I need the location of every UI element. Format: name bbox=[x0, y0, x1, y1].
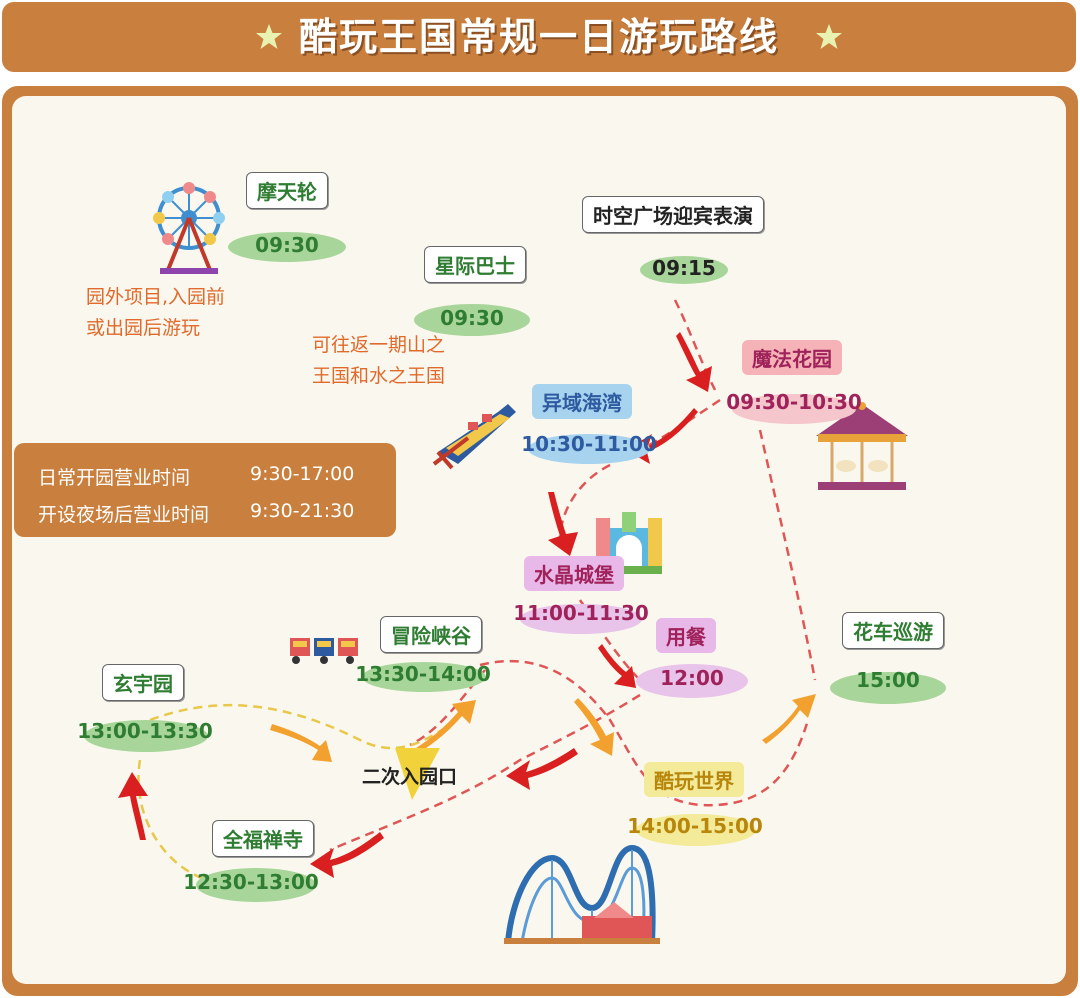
stop-time-meal: 12:00 bbox=[660, 666, 724, 690]
time-ellipse bbox=[362, 662, 486, 692]
time-ellipse bbox=[84, 720, 208, 752]
star-icon bbox=[816, 24, 842, 49]
stop-time-garden: 09:30-10:30 bbox=[726, 390, 862, 414]
carousel-icon bbox=[816, 402, 908, 490]
bus-note: 可往返一期山之 王国和水之王国 bbox=[312, 330, 445, 392]
stop-label-temple: 全福禅寺 bbox=[212, 820, 314, 857]
route-path-red bbox=[329, 693, 641, 852]
boat-ride-icon bbox=[432, 404, 516, 470]
night-hours-value: 9:30-21:30 bbox=[250, 500, 355, 522]
ferris-wheel-icon bbox=[153, 182, 225, 274]
stop-label-meal: 用餐 bbox=[656, 618, 716, 653]
direction-arrow bbox=[310, 832, 384, 878]
stop-label-ferris: 摩天轮 bbox=[246, 172, 328, 209]
time-ellipse bbox=[196, 868, 316, 902]
stop-time-parade: 15:00 bbox=[856, 668, 920, 692]
route-map bbox=[12, 96, 1066, 984]
time-ellipse bbox=[414, 304, 530, 336]
route-path-red bbox=[409, 669, 486, 747]
stop-label-xuanyu: 玄宇园 bbox=[102, 664, 184, 701]
time-ellipse bbox=[228, 232, 346, 262]
stop-time-xuanyu: 13:00-13:30 bbox=[77, 719, 213, 743]
time-ellipse bbox=[636, 664, 748, 698]
route-path-red bbox=[479, 659, 810, 807]
entrance-marker bbox=[395, 748, 440, 800]
ferris-note: 园外项目,入园前 或出园后游玩 bbox=[86, 282, 225, 344]
page-title: 酷玩王国常规一日游玩路线 bbox=[298, 15, 779, 59]
ferris-note-line: 园外项目,入园前 bbox=[86, 286, 226, 308]
title-bar: 酷玩王国常规一日游玩路线 bbox=[2, 2, 1076, 72]
bus-note-line: 可往返一期山之 bbox=[312, 334, 446, 356]
time-ellipse bbox=[636, 814, 756, 846]
reentry-gate-label: 二次入园口 bbox=[362, 766, 458, 788]
stop-label-garden: 魔法花园 bbox=[742, 340, 842, 375]
star-icon bbox=[256, 24, 282, 49]
stop-label-bay: 异域海湾 bbox=[532, 384, 632, 419]
ferris-note-line: 或出园后游玩 bbox=[86, 317, 201, 339]
time-ellipse bbox=[830, 672, 946, 704]
bus-note-line: 王国和水之王国 bbox=[312, 365, 446, 387]
stop-time-ferris: 09:30 bbox=[255, 233, 319, 257]
stop-time-world: 14:00-15:00 bbox=[627, 814, 763, 838]
direction-arrow bbox=[598, 644, 636, 688]
night-hours-label: 开设夜场后营业时间 bbox=[38, 504, 210, 526]
stop-label-castle: 水晶城堡 bbox=[524, 556, 624, 591]
roller-coaster-icon bbox=[504, 844, 660, 944]
stop-time-show: 09:15 bbox=[652, 256, 716, 280]
stop-time-castle: 11:00-11:30 bbox=[513, 601, 649, 625]
time-ellipse bbox=[640, 256, 728, 284]
direction-arrow bbox=[676, 332, 712, 392]
direction-arrow bbox=[270, 724, 332, 762]
direction-arrow bbox=[762, 694, 816, 744]
direction-arrow bbox=[416, 700, 476, 752]
direction-arrow bbox=[118, 772, 148, 840]
time-ellipse bbox=[520, 604, 642, 634]
stop-time-canyon: 13:30-14:00 bbox=[355, 662, 491, 686]
direction-arrow bbox=[574, 698, 614, 756]
stop-time-bay: 10:30-11:00 bbox=[521, 432, 657, 456]
daily-hours-value: 9:30-17:00 bbox=[250, 463, 355, 485]
daily-hours-label: 日常开园营业时间 bbox=[38, 467, 191, 489]
direction-arrow bbox=[506, 748, 578, 790]
stop-label-bus: 星际巴士 bbox=[424, 246, 526, 283]
stop-label-world: 酷玩世界 bbox=[644, 762, 744, 797]
time-ellipse bbox=[732, 394, 856, 424]
time-ellipse bbox=[528, 434, 650, 464]
stop-label-canyon: 冒险峡谷 bbox=[380, 616, 482, 653]
opening-hours-box: 日常开园营业时间 9:30-17:00 开设夜场后营业时间 9:30-21:30 bbox=[14, 443, 396, 537]
stop-time-temple: 12:30-13:00 bbox=[183, 870, 319, 894]
stop-label-show: 时空广场迎宾表演 bbox=[582, 196, 764, 233]
stop-label-parade: 花车巡游 bbox=[842, 612, 944, 649]
direction-arrow bbox=[548, 492, 578, 556]
train-icon bbox=[290, 638, 358, 664]
stop-time-bus: 09:30 bbox=[440, 306, 504, 330]
route-path-yellow bbox=[149, 703, 471, 750]
